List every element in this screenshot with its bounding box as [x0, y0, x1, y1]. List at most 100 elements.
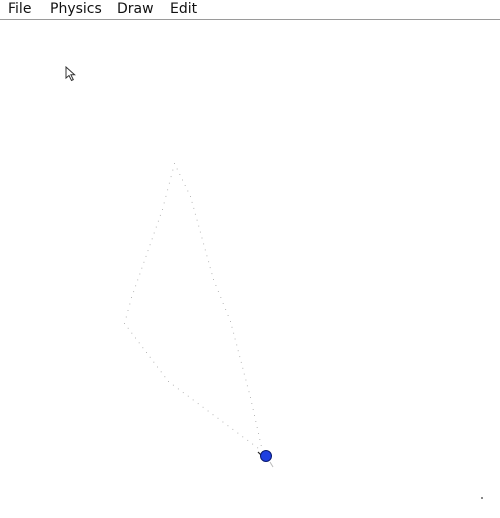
trail-dot: [159, 214, 161, 216]
trail-dot: [174, 163, 175, 164]
trail-dot: [243, 373, 245, 375]
trail-dot: [182, 392, 184, 394]
physics-ball[interactable]: [257, 450, 274, 468]
trail-dot: [239, 356, 241, 358]
menu-draw[interactable]: Draw: [117, 1, 154, 17]
trail-dot: [139, 273, 141, 275]
menu-file[interactable]: File: [8, 1, 32, 17]
trail-dot: [182, 179, 183, 181]
trail-dot: [201, 237, 203, 239]
trail-dot: [135, 285, 137, 287]
trail-dot: [163, 202, 165, 204]
trail-dot: [125, 316, 127, 318]
trail-dot: [199, 231, 201, 233]
trail-dot: [196, 219, 198, 221]
trail-dot: [222, 421, 224, 423]
trail-dot: [162, 209, 163, 210]
trail-dot: [231, 326, 233, 328]
trail-dot: [250, 397, 251, 398]
trail-dot: [198, 225, 200, 227]
trail-dot: [138, 342, 140, 344]
trail-dot: [252, 443, 254, 445]
trail-dot: [187, 190, 189, 192]
trail-dot: [172, 384, 174, 386]
trail-dot: [193, 207, 195, 209]
trail-dot: [142, 347, 144, 349]
trail-dot: [254, 415, 255, 416]
ball-trail-tick: [269, 461, 274, 468]
trail-dot: [168, 381, 169, 382]
trail-dot: [259, 439, 261, 440]
trail-dot: [240, 361, 242, 363]
trail-dot: [177, 388, 179, 390]
menu-bar: File Physics Draw Edit: [0, 0, 500, 20]
trail-dot: [203, 243, 205, 245]
trail-dot: [233, 332, 235, 334]
trail-dot: [137, 279, 139, 281]
trail-dot: [168, 182, 170, 184]
trail-dot: [164, 376, 166, 378]
trail-dot: [208, 261, 210, 263]
trail-dot: [206, 255, 208, 257]
trail-dot: [131, 297, 132, 298]
trail-dot: [204, 249, 206, 251]
trail-dot: [157, 366, 158, 368]
trail-dot: [143, 261, 145, 263]
trail-dot: [170, 176, 172, 178]
trail-dot: [133, 291, 135, 293]
trail-dot: [227, 315, 229, 316]
trail-dot: [145, 255, 147, 257]
trail-dot: [237, 350, 239, 352]
trail-dot: [167, 189, 169, 191]
trail-dot: [217, 417, 219, 419]
trail-dot: [172, 169, 174, 171]
trail-dot: [257, 447, 259, 449]
trail-dot: [220, 297, 222, 298]
trail-dot: [135, 337, 136, 339]
trail-dot: [149, 244, 151, 246]
trail-dot: [225, 309, 227, 310]
trail-dot: [187, 395, 189, 397]
trail-dot: [209, 267, 211, 269]
trail-dot: [227, 425, 229, 427]
trail-dot: [157, 220, 159, 222]
trail-dot: [258, 433, 259, 434]
trail-dot: [184, 185, 186, 186]
trail-dot: [246, 385, 248, 387]
trail-dot: [176, 168, 178, 170]
trail-dot: [141, 267, 143, 269]
trail-dot: [179, 174, 181, 175]
trail-dot: [222, 303, 224, 304]
ball-circle[interactable]: [260, 450, 272, 462]
menu-physics[interactable]: Physics: [50, 1, 102, 17]
trail-dot: [256, 427, 258, 428]
trail-dot: [153, 361, 155, 363]
trail-dot: [160, 371, 162, 373]
motion-trail: [124, 163, 263, 452]
trail-dot: [149, 356, 151, 358]
trail-dot: [153, 232, 155, 234]
trail-dot: [212, 414, 214, 416]
trail-dot: [124, 323, 125, 324]
corner-mark: [481, 497, 483, 499]
trail-dot: [146, 352, 147, 353]
menu-edit[interactable]: Edit: [170, 1, 198, 17]
trail-dot: [248, 391, 250, 393]
simulation-canvas[interactable]: [0, 21, 500, 518]
trail-dot: [236, 344, 238, 346]
trail-dot: [237, 432, 239, 434]
trail-dot: [251, 403, 253, 404]
trail-dot: [147, 250, 149, 252]
trail-dot: [211, 273, 213, 275]
trail-dot: [252, 409, 254, 410]
trail-dot: [194, 213, 196, 215]
trail-dot: [155, 226, 157, 228]
trail-dot: [260, 445, 262, 446]
trail-dot: [230, 321, 231, 322]
trail-dot: [247, 439, 249, 441]
trail-dot: [217, 291, 219, 292]
trail-dot: [165, 195, 167, 197]
trail-dot: [242, 436, 244, 438]
trail-dot: [255, 421, 257, 422]
